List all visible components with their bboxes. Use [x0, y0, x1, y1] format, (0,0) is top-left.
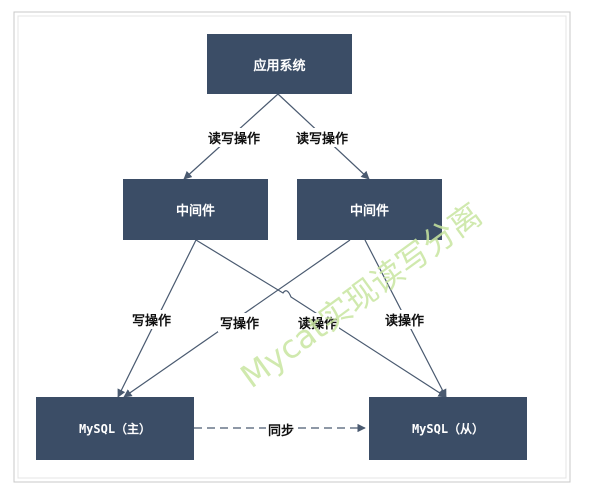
label-sync: 同步: [266, 420, 297, 439]
node-app-system: 应用系统: [207, 34, 352, 94]
edge-mw1-slave: [195, 239, 447, 398]
node-mysql-master: MySQL（主）: [36, 397, 194, 460]
node-mysql-slave: MySQL（从）: [369, 397, 527, 460]
outer-border: [13, 11, 571, 483]
inner-border: [17, 15, 567, 479]
label-mw1-slave: 读操作: [296, 313, 340, 332]
label-app-mw2: 读写操作: [294, 128, 351, 147]
label-mw2-slave: 读操作: [383, 310, 427, 329]
node-middleware-2: 中间件: [297, 179, 442, 240]
label-mw1-master: 写操作: [130, 310, 174, 329]
label-mw2-master: 写操作: [218, 313, 262, 332]
node-middleware-1: 中间件: [123, 179, 268, 240]
label-app-mw1: 读写操作: [206, 128, 263, 147]
